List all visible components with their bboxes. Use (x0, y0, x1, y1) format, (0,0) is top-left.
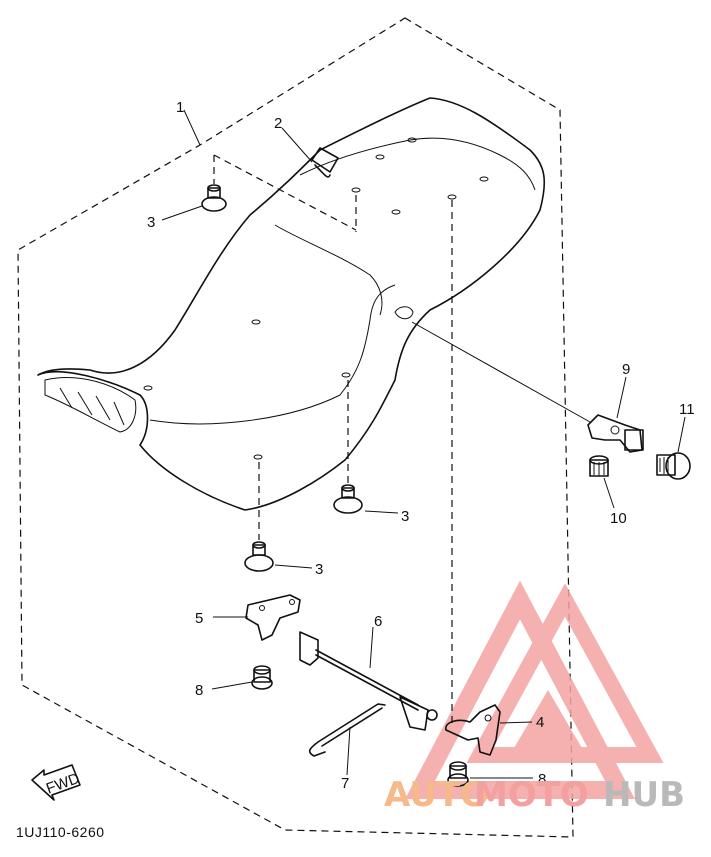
callout-8b: 8 (538, 771, 546, 788)
callout-4: 4 (536, 714, 544, 731)
seat-body (37, 97, 546, 511)
seat-damper-middle (333, 484, 363, 514)
callout-11: 11 (679, 401, 695, 418)
svg-text:MOTO: MOTO (474, 775, 589, 815)
hinge-rod-6 (299, 631, 438, 731)
callout-7: 7 (341, 775, 349, 792)
leader-lines (161, 109, 686, 779)
callout-3a: 3 (147, 214, 155, 231)
svg-text:AUTO: AUTO (384, 775, 489, 815)
svg-text:HUB: HUB (603, 775, 685, 815)
seat-damper-top (201, 184, 227, 212)
front-arrow-label: FWD (44, 770, 82, 798)
alignment-lines (213, 154, 453, 725)
seat-strap (311, 147, 339, 178)
seat-lock-9 (587, 414, 644, 453)
grommet-10 (589, 455, 609, 477)
seat-damper-bottom (244, 541, 274, 572)
lock-cap-11 (656, 452, 691, 480)
watermark-text: AUTO MOTO HUB (384, 775, 685, 815)
bracket-4 (445, 704, 501, 756)
callout-1: 1 (176, 99, 184, 116)
diagram-code: 1UJ110-6260 (16, 824, 105, 840)
callout-3c: 3 (315, 561, 323, 578)
bushing-8-left (251, 665, 273, 690)
callout-6: 6 (374, 613, 382, 630)
callout-10: 10 (610, 510, 627, 527)
watermark-logo (405, 580, 664, 799)
callout-5: 5 (195, 610, 203, 627)
callout-3b: 3 (401, 508, 409, 525)
callout-2: 2 (274, 115, 282, 132)
callout-9: 9 (622, 361, 630, 378)
front-arrow: FWD (31, 764, 82, 801)
hook-wire-7 (308, 703, 386, 757)
bushing-8-right (447, 761, 469, 787)
assembly-boundary (17, 17, 574, 838)
callout-8a: 8 (195, 682, 203, 699)
bracket-5 (245, 594, 301, 641)
